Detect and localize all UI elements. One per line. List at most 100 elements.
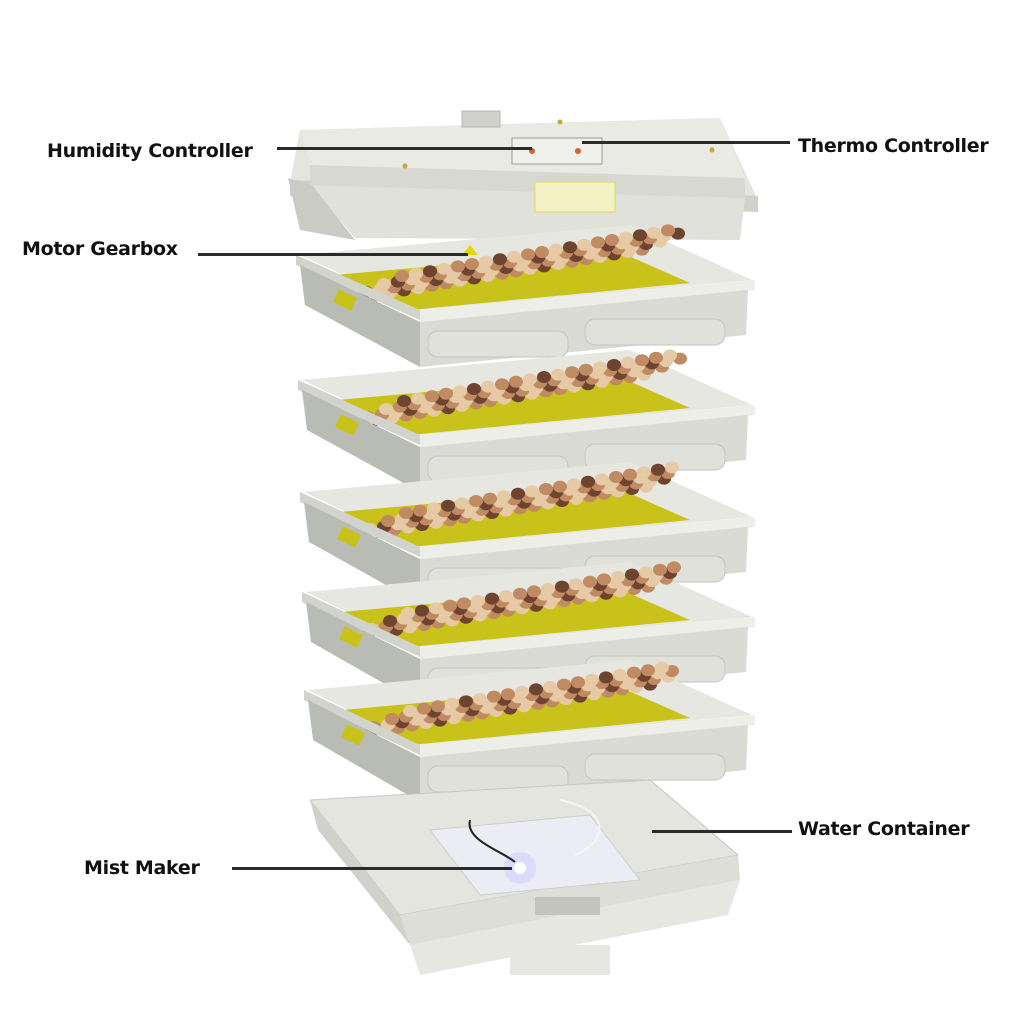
motor-gearbox xyxy=(462,245,478,255)
egg xyxy=(661,224,675,237)
egg xyxy=(467,383,481,395)
egg xyxy=(483,492,497,505)
egg xyxy=(523,373,537,386)
egg xyxy=(637,466,651,479)
egg xyxy=(427,502,441,515)
egg xyxy=(535,246,549,258)
egg-tray xyxy=(304,660,755,802)
leader-motor-gearbox xyxy=(198,253,468,256)
egg xyxy=(541,583,555,595)
egg xyxy=(583,575,597,588)
egg-trays xyxy=(296,224,755,802)
egg xyxy=(647,226,661,239)
egg xyxy=(377,278,391,290)
egg xyxy=(585,673,599,686)
leader-water-container xyxy=(652,830,792,833)
lid xyxy=(288,110,758,240)
egg xyxy=(473,693,487,705)
egg xyxy=(597,573,611,586)
egg xyxy=(413,504,427,517)
egg xyxy=(623,468,637,481)
eggs xyxy=(343,349,687,431)
egg xyxy=(537,371,551,383)
leader-mist-maker xyxy=(232,867,512,870)
egg xyxy=(579,363,593,376)
egg xyxy=(543,681,557,693)
egg xyxy=(425,390,439,403)
egg xyxy=(515,685,529,698)
egg xyxy=(465,258,479,270)
egg xyxy=(521,248,535,261)
egg xyxy=(399,507,413,519)
egg xyxy=(581,475,595,488)
egg xyxy=(439,387,453,400)
egg xyxy=(641,664,655,677)
egg xyxy=(397,395,411,407)
handle-label xyxy=(336,526,362,548)
egg xyxy=(591,236,605,249)
egg xyxy=(627,666,641,679)
water-container-base xyxy=(309,779,740,975)
egg xyxy=(567,478,581,491)
egg xyxy=(385,713,399,725)
egg xyxy=(495,378,509,391)
egg xyxy=(635,354,649,367)
egg xyxy=(401,607,415,619)
egg xyxy=(453,385,467,398)
egg xyxy=(471,595,485,607)
egg xyxy=(551,368,565,381)
egg xyxy=(621,356,635,369)
egg xyxy=(527,585,541,598)
handle-label xyxy=(334,414,360,436)
egg xyxy=(379,403,393,415)
egg xyxy=(649,351,663,364)
egg xyxy=(481,380,495,393)
egg xyxy=(605,234,619,246)
egg xyxy=(497,490,511,503)
egg xyxy=(609,471,623,483)
egg xyxy=(441,499,455,512)
egg xyxy=(639,566,653,579)
egg xyxy=(487,690,501,703)
eggs xyxy=(345,461,679,543)
egg xyxy=(595,473,609,486)
egg xyxy=(513,587,527,600)
handle-label xyxy=(340,724,366,746)
egg xyxy=(409,267,423,280)
egg xyxy=(655,661,669,674)
label-humidity-controller: Humidity Controller xyxy=(47,140,253,162)
egg xyxy=(431,700,445,713)
egg xyxy=(563,241,577,254)
egg xyxy=(499,590,513,603)
egg xyxy=(403,705,417,717)
eggs xyxy=(341,224,685,306)
egg xyxy=(611,571,625,583)
egg xyxy=(507,250,521,263)
egg xyxy=(469,495,483,507)
egg xyxy=(445,697,459,710)
egg xyxy=(549,243,563,256)
egg xyxy=(511,487,525,500)
egg xyxy=(565,366,579,379)
leader-humidity-controller xyxy=(277,147,532,150)
egg xyxy=(667,561,681,574)
egg xyxy=(651,463,665,476)
vent-cap xyxy=(461,110,501,128)
egg xyxy=(529,683,543,696)
egg xyxy=(525,485,539,498)
egg xyxy=(381,515,395,527)
label-thermo-controller: Thermo Controller xyxy=(798,135,989,157)
egg xyxy=(653,563,667,576)
egg xyxy=(383,615,397,627)
egg xyxy=(663,349,677,362)
egg xyxy=(459,695,473,708)
egg xyxy=(415,604,429,617)
handle-label xyxy=(332,289,358,311)
egg xyxy=(501,688,515,701)
egg xyxy=(557,678,571,691)
egg xyxy=(485,592,499,605)
egg xyxy=(423,265,437,278)
label-motor-gearbox: Motor Gearbox xyxy=(22,238,178,260)
egg xyxy=(479,255,493,268)
